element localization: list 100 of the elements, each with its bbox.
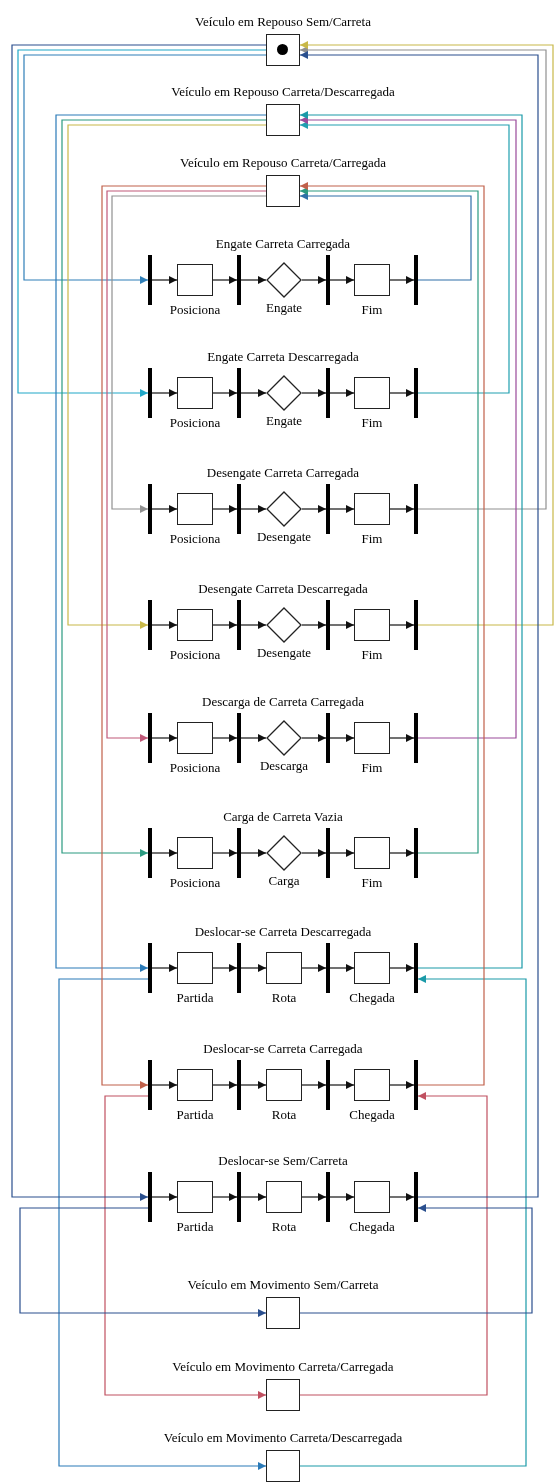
arc-arrow	[151, 1193, 178, 1201]
arc-arrow	[389, 1193, 415, 1201]
step-label: Fim	[361, 531, 383, 546]
arc-arrow	[299, 187, 479, 854]
arc-arrow	[301, 621, 327, 629]
step-label: Partida	[176, 1107, 214, 1122]
arc-arrow	[151, 734, 178, 742]
transition-bar	[326, 713, 330, 763]
arc-arrow	[389, 1081, 415, 1089]
arc-arrow	[389, 734, 415, 742]
subnet-title: Deslocar-se Sem/Carreta	[218, 1153, 348, 1168]
transition-bar	[148, 255, 152, 305]
arc-arrow	[301, 964, 327, 972]
arc-arrow	[299, 1204, 533, 1314]
step-label: Posiciona	[169, 302, 221, 317]
arc-arrow	[212, 276, 238, 284]
arc-arrow	[212, 734, 238, 742]
subnet-title: Desengate Carreta Carregada	[206, 465, 360, 480]
arc-arrow	[240, 734, 267, 742]
arc-arrow	[151, 849, 178, 857]
state-title: Veículo em Repouso Carreta/Descarregada	[171, 84, 395, 99]
transition-bar	[326, 943, 330, 993]
state-title: Veículo em Repouso Sem/Carreta	[195, 14, 371, 29]
arc-arrow	[299, 975, 527, 1467]
arc-arrow	[111, 195, 267, 513]
arc-arrow	[11, 44, 267, 1201]
transition-bar	[148, 1172, 152, 1222]
transition-bar	[326, 828, 330, 878]
arc-arrow	[17, 49, 267, 397]
arc-arrow	[212, 1193, 238, 1201]
step-label: Chegada	[349, 1219, 395, 1234]
arc-arrow	[389, 505, 415, 513]
arc-arrow	[151, 621, 178, 629]
transition-bar	[237, 484, 241, 534]
transition-bar	[148, 600, 152, 650]
arc-arrow	[299, 192, 472, 281]
transition-bar	[414, 713, 418, 763]
subnet-title: Deslocar-se Carreta Carregada	[203, 1041, 363, 1056]
arc-arrow	[389, 621, 415, 629]
arc-arrow	[301, 1193, 327, 1201]
arc-arrow	[240, 1193, 267, 1201]
arc-arrow	[212, 621, 238, 629]
arc-arrow	[299, 51, 539, 1198]
arc-arrow	[151, 389, 178, 397]
transition-bar	[326, 255, 330, 305]
step-label: Fim	[361, 647, 383, 662]
arc-arrow	[212, 964, 238, 972]
step-label: Chegada	[349, 1107, 395, 1122]
arc-arrow	[329, 734, 355, 742]
transition-bar	[237, 1172, 241, 1222]
transition-bar	[148, 368, 152, 418]
step-label: Fim	[361, 302, 383, 317]
arc-arrow	[301, 734, 327, 742]
arc-arrow	[389, 849, 415, 857]
arc-arrow	[55, 114, 267, 972]
arc-arrow	[240, 1081, 267, 1089]
transition-bar	[237, 255, 241, 305]
subnet-title: Desengate Carreta Descarregada	[198, 581, 368, 596]
arc-arrow	[389, 276, 415, 284]
state-title: Veículo em Repouso Carreta/Carregada	[179, 155, 387, 170]
step-label: Rota	[271, 990, 297, 1005]
arc-arrow	[299, 111, 523, 969]
arc-arrow	[23, 54, 267, 284]
arc-arrow	[101, 185, 267, 1089]
arc-arrow	[151, 276, 178, 284]
arc-arrow	[329, 1081, 355, 1089]
subnet-title: Descarga de Carreta Carregada	[202, 694, 364, 709]
arc-arrow	[240, 276, 267, 284]
transition-bar	[148, 828, 152, 878]
arc-arrow	[301, 849, 327, 857]
transition-bar	[414, 1172, 418, 1222]
transition-bar	[148, 484, 152, 534]
arc-arrow	[329, 849, 355, 857]
step-label: Fim	[361, 760, 383, 775]
step-label: Partida	[176, 990, 214, 1005]
step-label: Fim	[361, 875, 383, 890]
arc-arrow	[61, 119, 267, 857]
arc-arrow	[301, 505, 327, 513]
arc-arrow	[240, 505, 267, 513]
arc-arrow	[67, 124, 267, 629]
transition-bar	[237, 828, 241, 878]
transition-bar	[148, 943, 152, 993]
transition-bar	[237, 368, 241, 418]
arc-arrow	[329, 276, 355, 284]
step-label: Posiciona	[169, 415, 221, 430]
arc-arrow	[389, 389, 415, 397]
step-label: Desengate	[256, 645, 312, 660]
transition-bar	[414, 484, 418, 534]
arc-arrow	[301, 389, 327, 397]
arc-arrow	[389, 964, 415, 972]
transition-bar	[414, 828, 418, 878]
step-label: Engate	[265, 300, 303, 315]
transition-bar	[414, 943, 418, 993]
subnet-title: Engate Carreta Descarregada	[207, 349, 359, 364]
arc-arrow	[329, 621, 355, 629]
transition-bar	[237, 600, 241, 650]
arc-arrow	[299, 41, 554, 626]
state-title: Veículo em Movimento Sem/Carreta	[187, 1277, 379, 1292]
arc-arrow	[240, 964, 267, 972]
arc-arrow	[329, 389, 355, 397]
